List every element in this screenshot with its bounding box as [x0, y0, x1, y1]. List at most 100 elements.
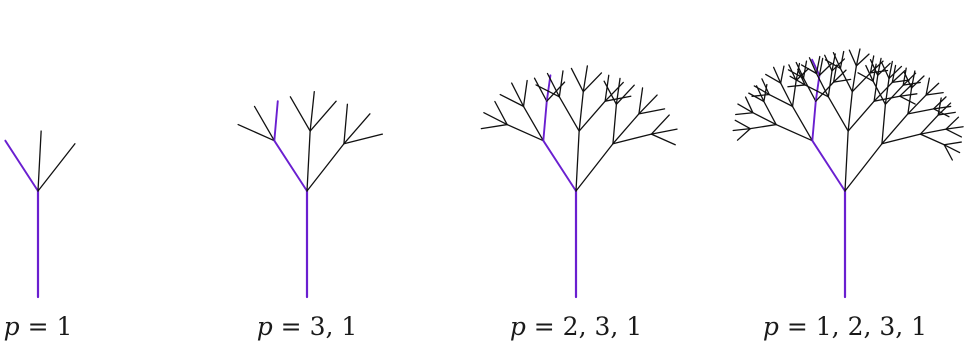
tree-branch [943, 144, 953, 161]
tree-branch [615, 77, 621, 105]
tree-branch [780, 65, 785, 84]
tree-branch [877, 57, 882, 76]
tree-branch [480, 123, 508, 130]
tree-branch [795, 62, 801, 82]
tree-branch [734, 119, 751, 130]
tree-branch [575, 143, 614, 192]
tree-branch [839, 50, 845, 70]
highlighted-branch [273, 100, 279, 142]
tree-branch [582, 65, 589, 93]
tree-branch [638, 108, 666, 115]
tree-branch [615, 84, 635, 105]
tree-branch [533, 77, 548, 102]
tree-branch [844, 130, 849, 192]
tree-branch [765, 73, 782, 84]
tree-branch [582, 72, 603, 93]
tree-branch [848, 49, 858, 67]
tree-branch [881, 103, 887, 145]
tree-branch [604, 95, 632, 102]
caption-tree-2: p = 3, 1 [257, 312, 358, 341]
highlighted-branch [814, 74, 821, 103]
tree-branch [522, 79, 528, 108]
caption-tree-3: p = 2, 3, 1 [510, 312, 642, 341]
tree-branch [869, 60, 884, 74]
tree-branch [570, 67, 584, 93]
tree-branch [650, 128, 678, 135]
tree-branch [237, 123, 275, 142]
tree-branch [937, 111, 956, 116]
tree-branch [732, 128, 751, 132]
tree-branch [499, 93, 525, 108]
highlighted-branch [811, 58, 821, 77]
tree-branch [815, 81, 835, 102]
tree-branch [289, 96, 311, 132]
tree-branch [37, 130, 42, 192]
tree-branch [775, 123, 813, 142]
tree-branch [847, 91, 853, 132]
tree-branch [558, 96, 580, 132]
tree-branch [748, 92, 765, 103]
tree-branch [575, 130, 580, 192]
tree-branch [851, 72, 872, 93]
tree-branch [872, 63, 877, 82]
tree-branch [808, 57, 818, 75]
tree-p231 [480, 65, 678, 299]
tree-branch [763, 100, 777, 126]
tree-branch [603, 80, 618, 105]
tree-branch [907, 94, 927, 115]
tree-branch [815, 55, 821, 75]
tree-p1 [4, 130, 76, 299]
tree-branch [761, 78, 770, 96]
tree-branch [744, 96, 754, 114]
tree-branch [902, 67, 907, 86]
tree-branch [925, 77, 931, 96]
tree-branch [787, 84, 806, 88]
tree-branch [483, 112, 508, 126]
tree-branch [749, 123, 777, 130]
tree-branch [851, 65, 858, 93]
highlighted-branch [545, 74, 552, 103]
tree-branch [751, 93, 770, 97]
tree-branch [789, 75, 806, 86]
tree-branch [832, 64, 838, 83]
highlighted-branch [4, 139, 39, 192]
tree-branch [872, 80, 887, 105]
caption-variable: p [3, 312, 20, 341]
tree-branch [873, 74, 879, 102]
tree-branch [650, 133, 676, 146]
tree-branch [884, 84, 904, 105]
tree-branch [800, 64, 818, 75]
tree-branch [306, 130, 311, 192]
tree-branch [797, 68, 806, 86]
tree-branch [309, 91, 315, 132]
tree-branch [945, 116, 960, 130]
tree-branch [888, 60, 893, 80]
tree-branch [578, 100, 606, 132]
tree-branch [604, 81, 624, 102]
tree-branch [855, 48, 861, 67]
tree-branch [506, 123, 544, 142]
tree-branch [855, 53, 870, 67]
highlighted-branch [811, 139, 846, 192]
tree-branch [877, 62, 891, 76]
highlighted-branch [542, 100, 548, 142]
tree-branch [881, 113, 909, 145]
tree-branch [907, 87, 913, 115]
highlighted-branch [542, 139, 577, 192]
tree-branch [802, 60, 808, 79]
tree-branch [795, 61, 805, 79]
tree-branch [824, 54, 833, 72]
tree-branch [535, 84, 560, 98]
tree-branch [824, 59, 842, 70]
tree-branch [768, 93, 794, 108]
tree-branch [650, 114, 670, 135]
tree-branch [253, 105, 275, 142]
tree-branch [937, 97, 942, 116]
tree-branch [494, 100, 508, 126]
tree-branch [737, 103, 754, 114]
tree-branch [791, 79, 797, 108]
tree-branch [612, 103, 618, 145]
tree-branch [309, 100, 337, 132]
tree-branch [910, 70, 916, 89]
